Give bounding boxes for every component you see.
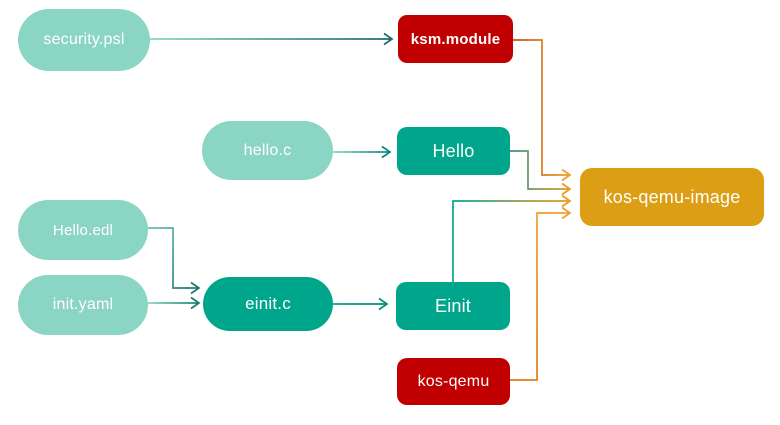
- edge-einit-to-kos-qemu-image: [452, 200, 569, 282]
- arrowhead-icon: [190, 281, 201, 295]
- arrowhead-icon: [381, 145, 392, 159]
- arrowhead-icon: [561, 168, 572, 182]
- node-hello: Hello: [397, 127, 510, 175]
- node-ksm-module: ksm.module: [398, 15, 513, 63]
- arrowhead-icon: [378, 297, 389, 311]
- node-kos-qemu-image: kos-qemu-image: [580, 168, 764, 226]
- arrowhead-icon: [561, 182, 572, 196]
- node-init-yaml: init.yaml: [18, 275, 148, 335]
- arrowhead-icon: [561, 206, 572, 220]
- arrowhead-icon: [561, 194, 572, 208]
- node-einit: Einit: [396, 282, 510, 330]
- node-kos-qemu: kos-qemu: [397, 358, 510, 405]
- node-hello-c: hello.c: [202, 121, 333, 180]
- edge-hello-to-kos-qemu-image: [510, 150, 569, 190]
- node-security-psl: security.psl: [18, 9, 150, 71]
- arrowhead-icon: [383, 32, 394, 46]
- node-einit-c: einit.c: [203, 277, 333, 331]
- edge-ksm-module-to-kos-qemu-image: [513, 39, 569, 176]
- node-hello-edl: Hello.edl: [18, 200, 148, 260]
- edge-hello-edl-to-einit-c: [148, 227, 198, 289]
- edge-kos-qemu-to-kos-qemu-image: [510, 212, 569, 381]
- arrowhead-icon: [190, 296, 201, 310]
